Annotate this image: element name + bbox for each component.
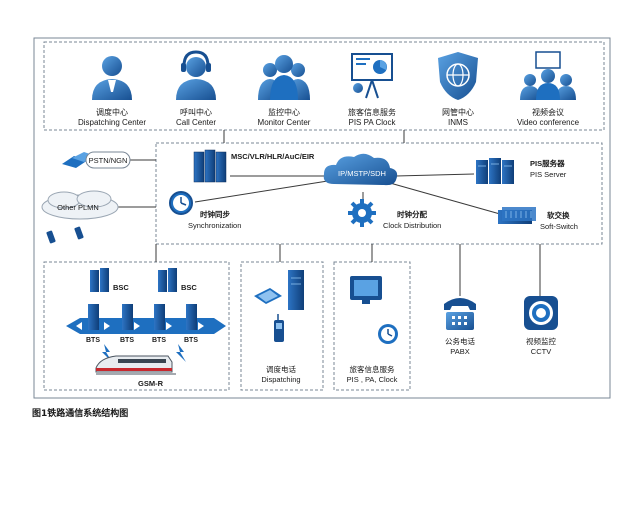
pis-server-icon	[476, 158, 514, 184]
train-icon	[95, 355, 176, 375]
cctv-en: CCTV	[531, 347, 551, 356]
clock-zh: 时钟分配	[397, 209, 427, 219]
conference-people-icon	[520, 51, 576, 100]
wall-clock-icon	[378, 324, 398, 344]
top-label-zh-2: 监控中心	[268, 107, 300, 117]
sync-en: Synchronization	[188, 221, 241, 230]
softswitch-zh: 软交换	[547, 210, 570, 220]
top-label-zh-0: 调度中心	[96, 107, 128, 117]
dispatching-zh: 调度电话	[266, 364, 296, 374]
top-label-en-5: Video conference	[517, 118, 580, 127]
outer-frame	[33, 37, 611, 399]
bts-label-4: BTS	[184, 337, 198, 344]
top-label-en-4: INMS	[448, 118, 468, 127]
bsc-label-right: BSC	[181, 283, 197, 292]
bts-label-2: BTS	[120, 337, 134, 344]
pstn-label: PSTN/NGN	[89, 156, 128, 165]
top-services-box	[43, 41, 605, 131]
cloud-label: IP/MSTP/SDH	[338, 169, 386, 178]
gsmr-label: GSM-R	[138, 379, 164, 388]
pabx-zh: 公务电话	[445, 336, 475, 346]
bts-label-3: BTS	[152, 337, 166, 344]
ip-cloud-icon	[323, 153, 398, 186]
group-monitor-icon	[258, 55, 310, 100]
top-label-en-0: Dispatching Center	[78, 118, 146, 127]
mobile-phone-icon	[46, 226, 84, 244]
pis-server-zh: PIS服务器	[530, 158, 565, 168]
clock-en: Clock Distribution	[383, 221, 441, 230]
clock-gear-icon	[348, 199, 376, 227]
pis-box-en: PIS , PA, Clock	[347, 375, 398, 384]
radio-signal-icon	[102, 344, 186, 362]
bsc-server-icon	[90, 268, 109, 292]
pabx-en: PABX	[450, 347, 469, 356]
dispatching-box	[240, 261, 324, 391]
core-network-box	[155, 142, 603, 245]
plmn-network-icon	[41, 190, 119, 220]
display-monitor-icon	[350, 276, 382, 304]
figure-caption: 图1铁路通信系统结构图	[32, 409, 129, 419]
shield-globe-icon	[438, 52, 478, 100]
top-label-en-1: Call Center	[176, 118, 216, 127]
cctv-camera-icon	[524, 296, 558, 330]
dispatching-en: Dispatching	[261, 375, 300, 384]
dispatch-server-icon	[288, 270, 304, 310]
bsc-server-icon	[158, 268, 177, 292]
msc-server-icon	[193, 149, 227, 183]
top-label-zh-3: 旅客信息服务	[348, 107, 396, 117]
msc-label: MSC/VLR/HLR/AuC/EIR	[231, 152, 315, 161]
bts-chain	[66, 304, 226, 334]
office-phone-icon	[444, 298, 476, 330]
handheld-radio-icon	[274, 314, 284, 342]
cctv-zh: 视频监控	[526, 336, 556, 346]
top-label-zh-4: 网管中心	[442, 107, 474, 117]
plmn-label: Other PLMN	[57, 203, 99, 212]
top-label-en-2: Monitor Center	[258, 118, 311, 127]
dispatch-console-icon	[254, 288, 282, 304]
top-label-zh-5: 视频会议	[532, 107, 564, 117]
presentation-board-icon	[351, 53, 393, 99]
top-label-zh-1: 呼叫中心	[180, 107, 212, 117]
dispatcher-person-icon	[92, 56, 132, 100]
pis-server-en: PIS Server	[530, 170, 567, 179]
soft-switch-icon	[498, 207, 536, 224]
sync-zh: 时钟同步	[200, 209, 230, 219]
bts-label-1: BTS	[86, 337, 100, 344]
pis-box-zh: 旅客信息服务	[350, 364, 395, 374]
top-label-en-3: PIS PA Clock	[349, 118, 397, 127]
softswitch-en: Soft-Switch	[540, 222, 578, 231]
sync-clock-icon	[169, 191, 193, 215]
gsm-r-box	[43, 261, 230, 391]
pstn-pill	[85, 151, 131, 169]
bsc-label-left: BSC	[113, 283, 129, 292]
connector-lines	[118, 130, 541, 296]
headset-agent-icon	[176, 50, 216, 100]
